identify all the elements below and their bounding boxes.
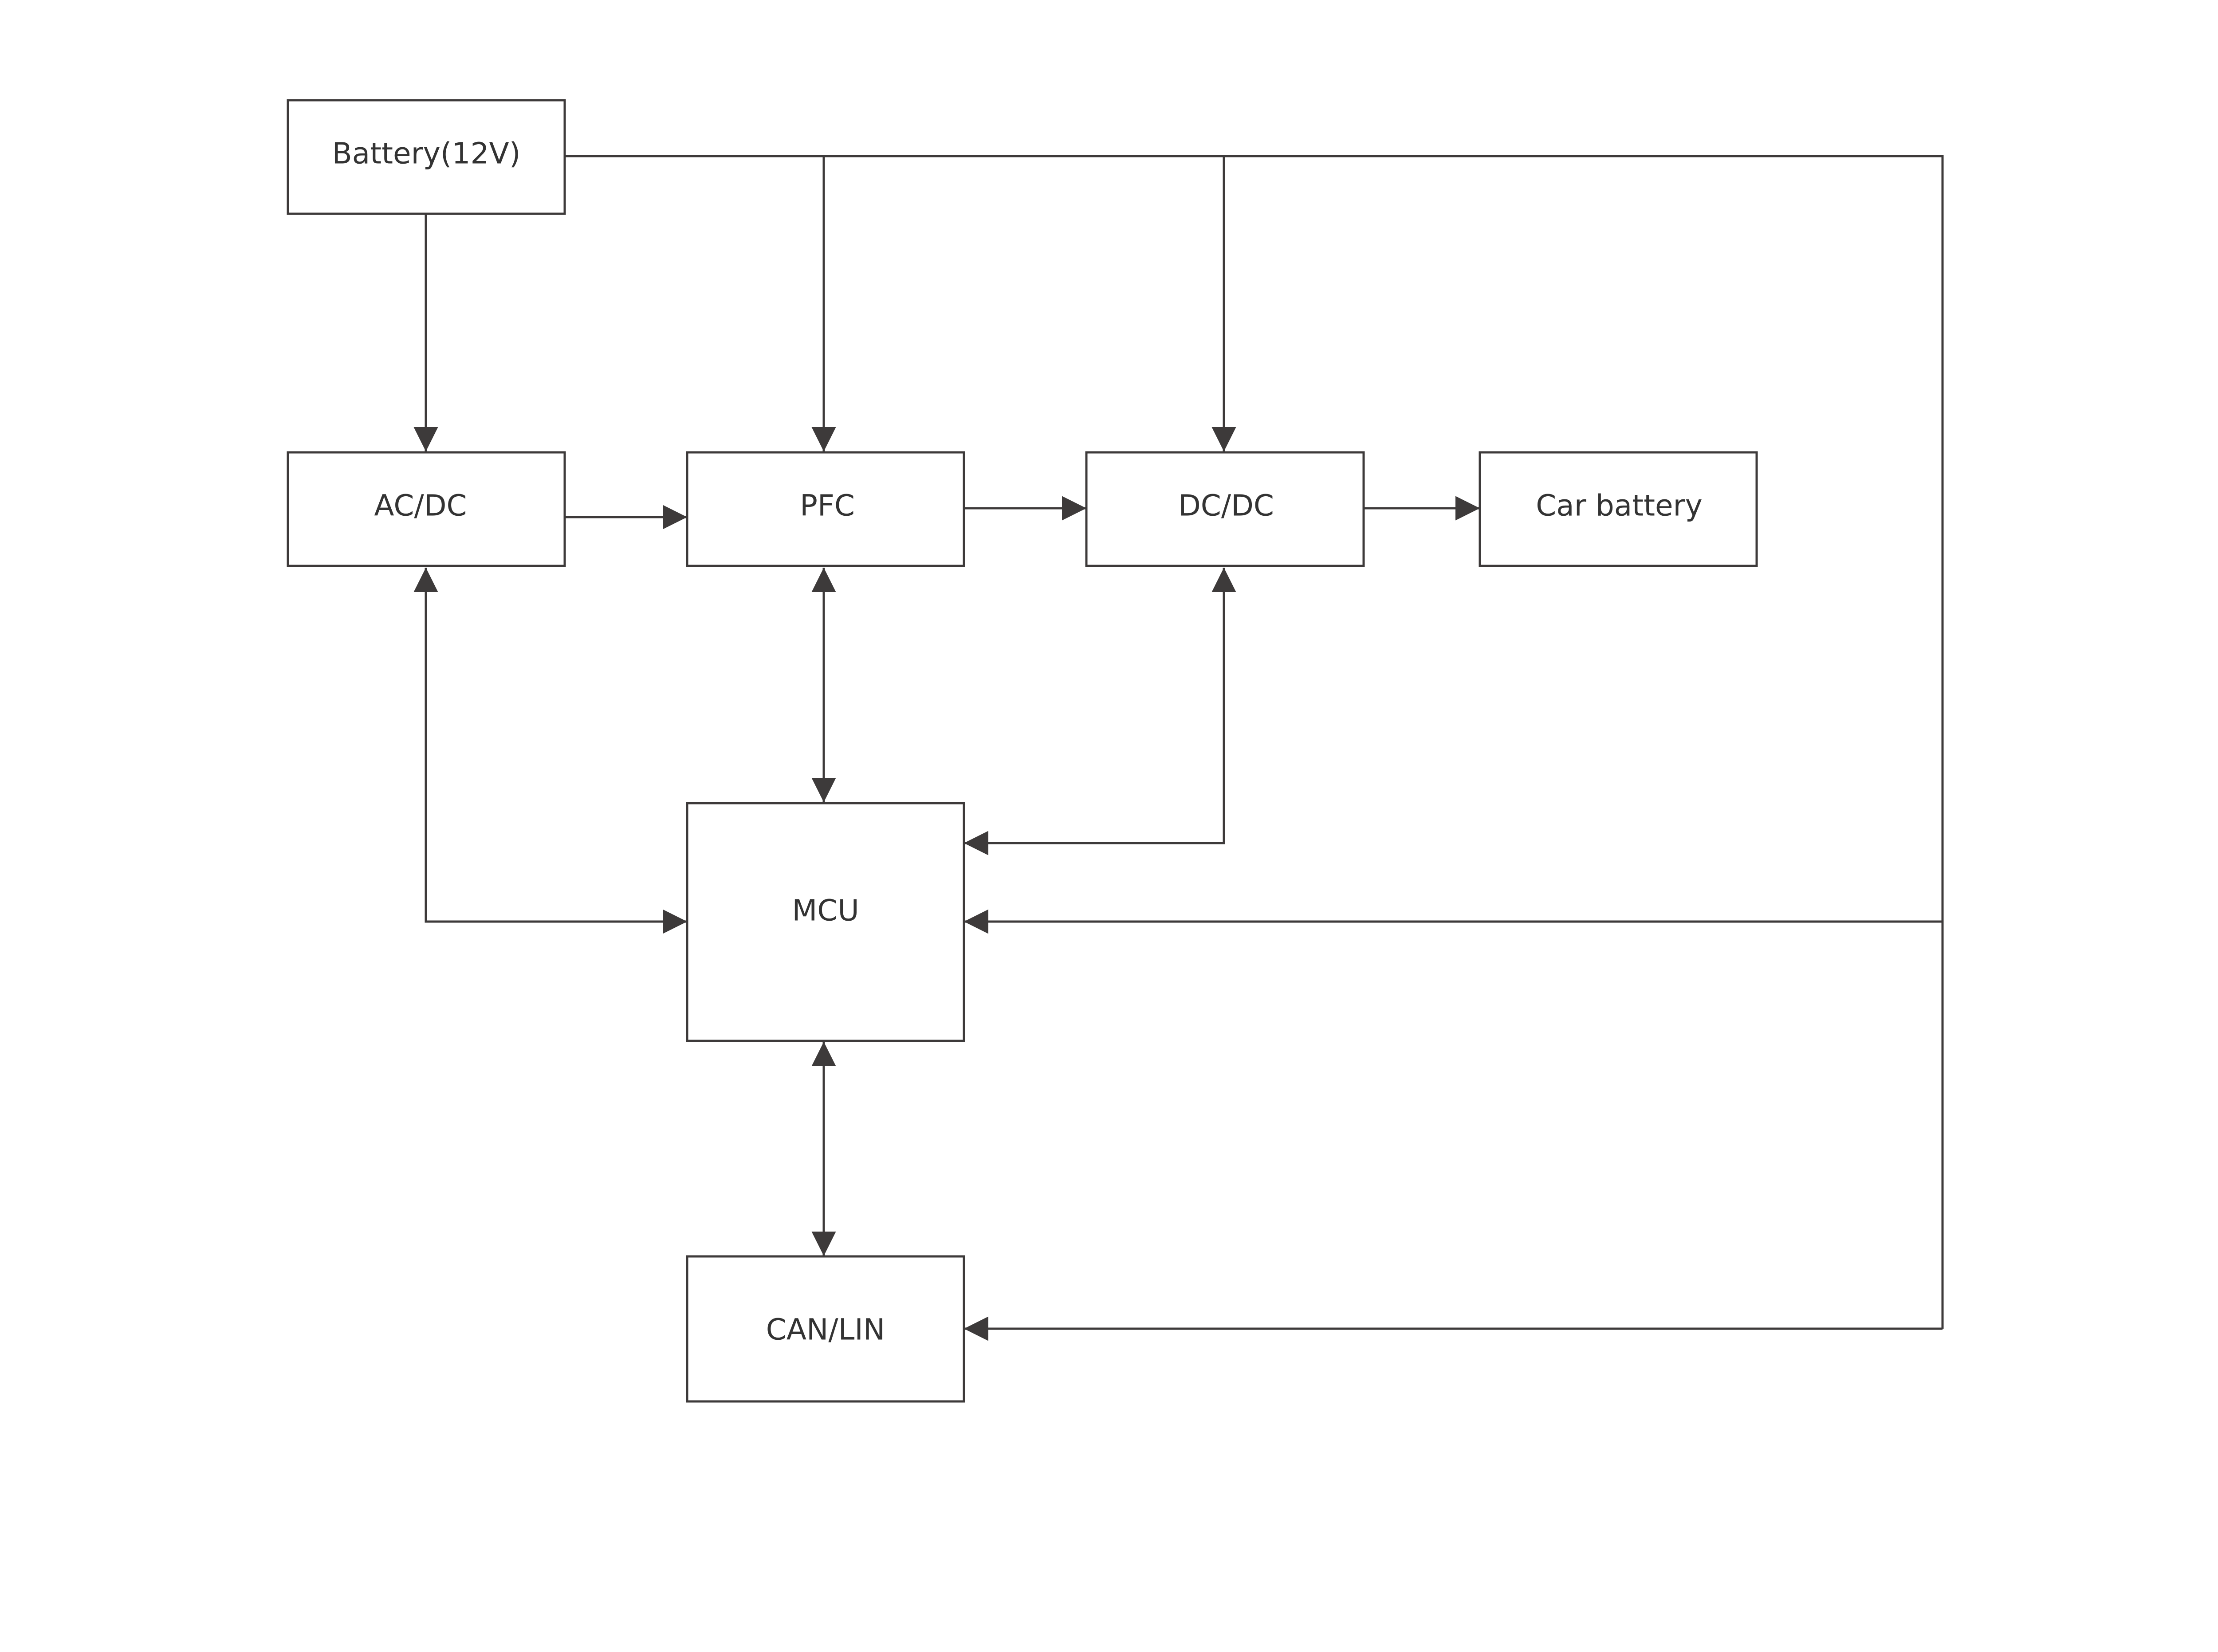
block-label-ac-dc: AC/DC bbox=[374, 489, 467, 523]
block-label-mcu: MCU bbox=[792, 894, 859, 928]
wire-acdc-mcu bbox=[413, 568, 687, 934]
wire-battery-supply-bus bbox=[565, 155, 1944, 1329]
block-label-dc-dc: DC/DC bbox=[1178, 489, 1274, 523]
block-label-pfc: PFC bbox=[800, 489, 855, 523]
block-can-lin: CAN/LIN bbox=[686, 1255, 965, 1403]
block-car-battery: Car battery bbox=[1479, 451, 1758, 567]
block-dc-dc: DC/DC bbox=[1085, 451, 1365, 567]
block-label-can-lin: CAN/LIN bbox=[766, 1313, 885, 1347]
block-mcu: MCU bbox=[686, 802, 965, 1042]
block-label-car-battery: Car battery bbox=[1536, 489, 1703, 523]
block-battery-12v: Battery(12V) bbox=[287, 99, 566, 215]
block-ac-dc: AC/DC bbox=[287, 451, 566, 567]
block-pfc: PFC bbox=[686, 451, 965, 567]
wire-dcdc-mcu bbox=[964, 568, 1236, 855]
block-label-battery-12v: Battery(12V) bbox=[332, 137, 521, 171]
